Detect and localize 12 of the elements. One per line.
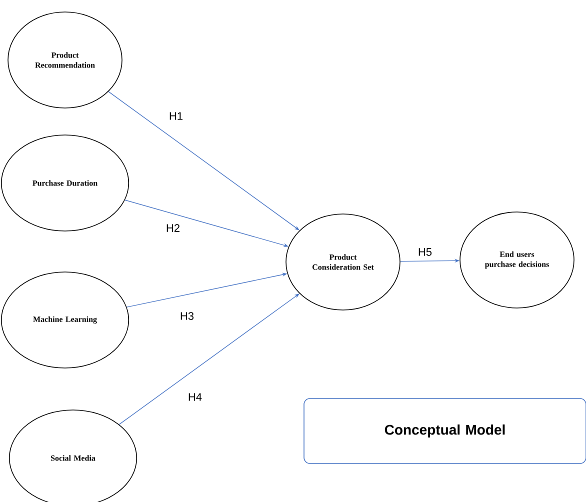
title-box: Conceptual Model (304, 398, 586, 464)
ellipse-node: End users purchase decisions (460, 212, 574, 308)
edge-label: H5 (416, 247, 434, 257)
edge-label: H4 (186, 392, 204, 402)
arrow (118, 294, 300, 425)
ellipse-node: Product Consideration Set (286, 214, 400, 310)
ellipse-node: Product Recommendation (8, 12, 122, 108)
edge-label: H1 (168, 111, 184, 121)
ellipse-node: Purchase Duration (0, 134, 130, 232)
edge-label: H2 (164, 223, 182, 233)
edge-label: H3 (178, 311, 196, 321)
ellipse-node: Machine Learning (0, 272, 130, 368)
